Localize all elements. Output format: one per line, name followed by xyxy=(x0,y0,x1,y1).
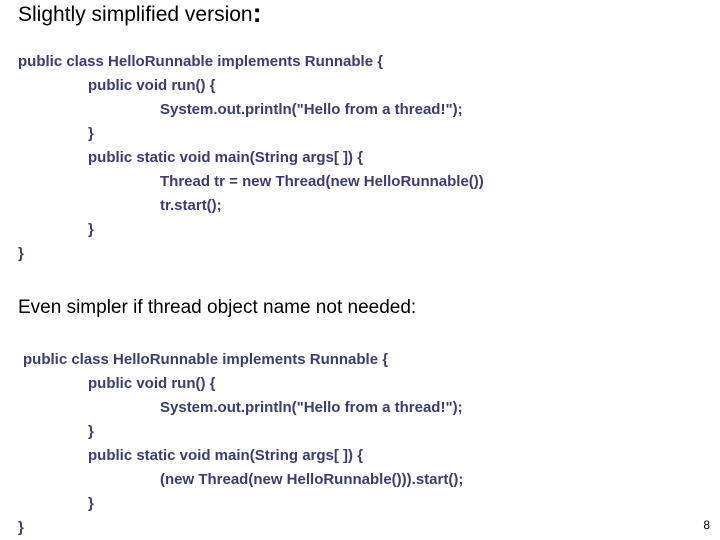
code-line: } xyxy=(88,495,94,512)
code-line: System.out.println("Hello from a thread!… xyxy=(160,101,463,118)
code-line: } xyxy=(18,519,24,536)
code-line: } xyxy=(88,423,94,440)
code-line: public void run() { xyxy=(88,77,216,94)
code-line: public static void main(String args[ ]) … xyxy=(88,447,364,464)
code-line: Thread tr = new Thread(new HelloRunnable… xyxy=(160,173,484,190)
code-line: public class HelloRunnable implements Ru… xyxy=(23,351,389,368)
page-number: 8 xyxy=(703,518,710,532)
code-line: (new Thread(new HelloRunnable())).start(… xyxy=(160,471,464,488)
code-line: } xyxy=(88,125,94,142)
code-line: public void run() { xyxy=(88,375,216,392)
code-line: System.out.println("Hello from a thread!… xyxy=(160,399,463,416)
code-line: public static void main(String args[ ]) … xyxy=(88,149,364,166)
code-line: } xyxy=(18,245,24,262)
page-title-colon: : xyxy=(252,0,262,28)
page-title: Slightly simplified version: xyxy=(18,0,262,28)
code-block-first: public class HelloRunnable implements Ru… xyxy=(0,50,484,266)
code-block-second: public class HelloRunnable implements Ru… xyxy=(0,348,463,540)
code-line: public class HelloRunnable implements Ru… xyxy=(18,53,384,70)
page-title-text: Slightly simplified version xyxy=(18,3,253,26)
section-note: Even simpler if thread object name not n… xyxy=(18,297,417,318)
code-line: } xyxy=(88,221,94,238)
code-line: tr.start(); xyxy=(160,197,222,214)
